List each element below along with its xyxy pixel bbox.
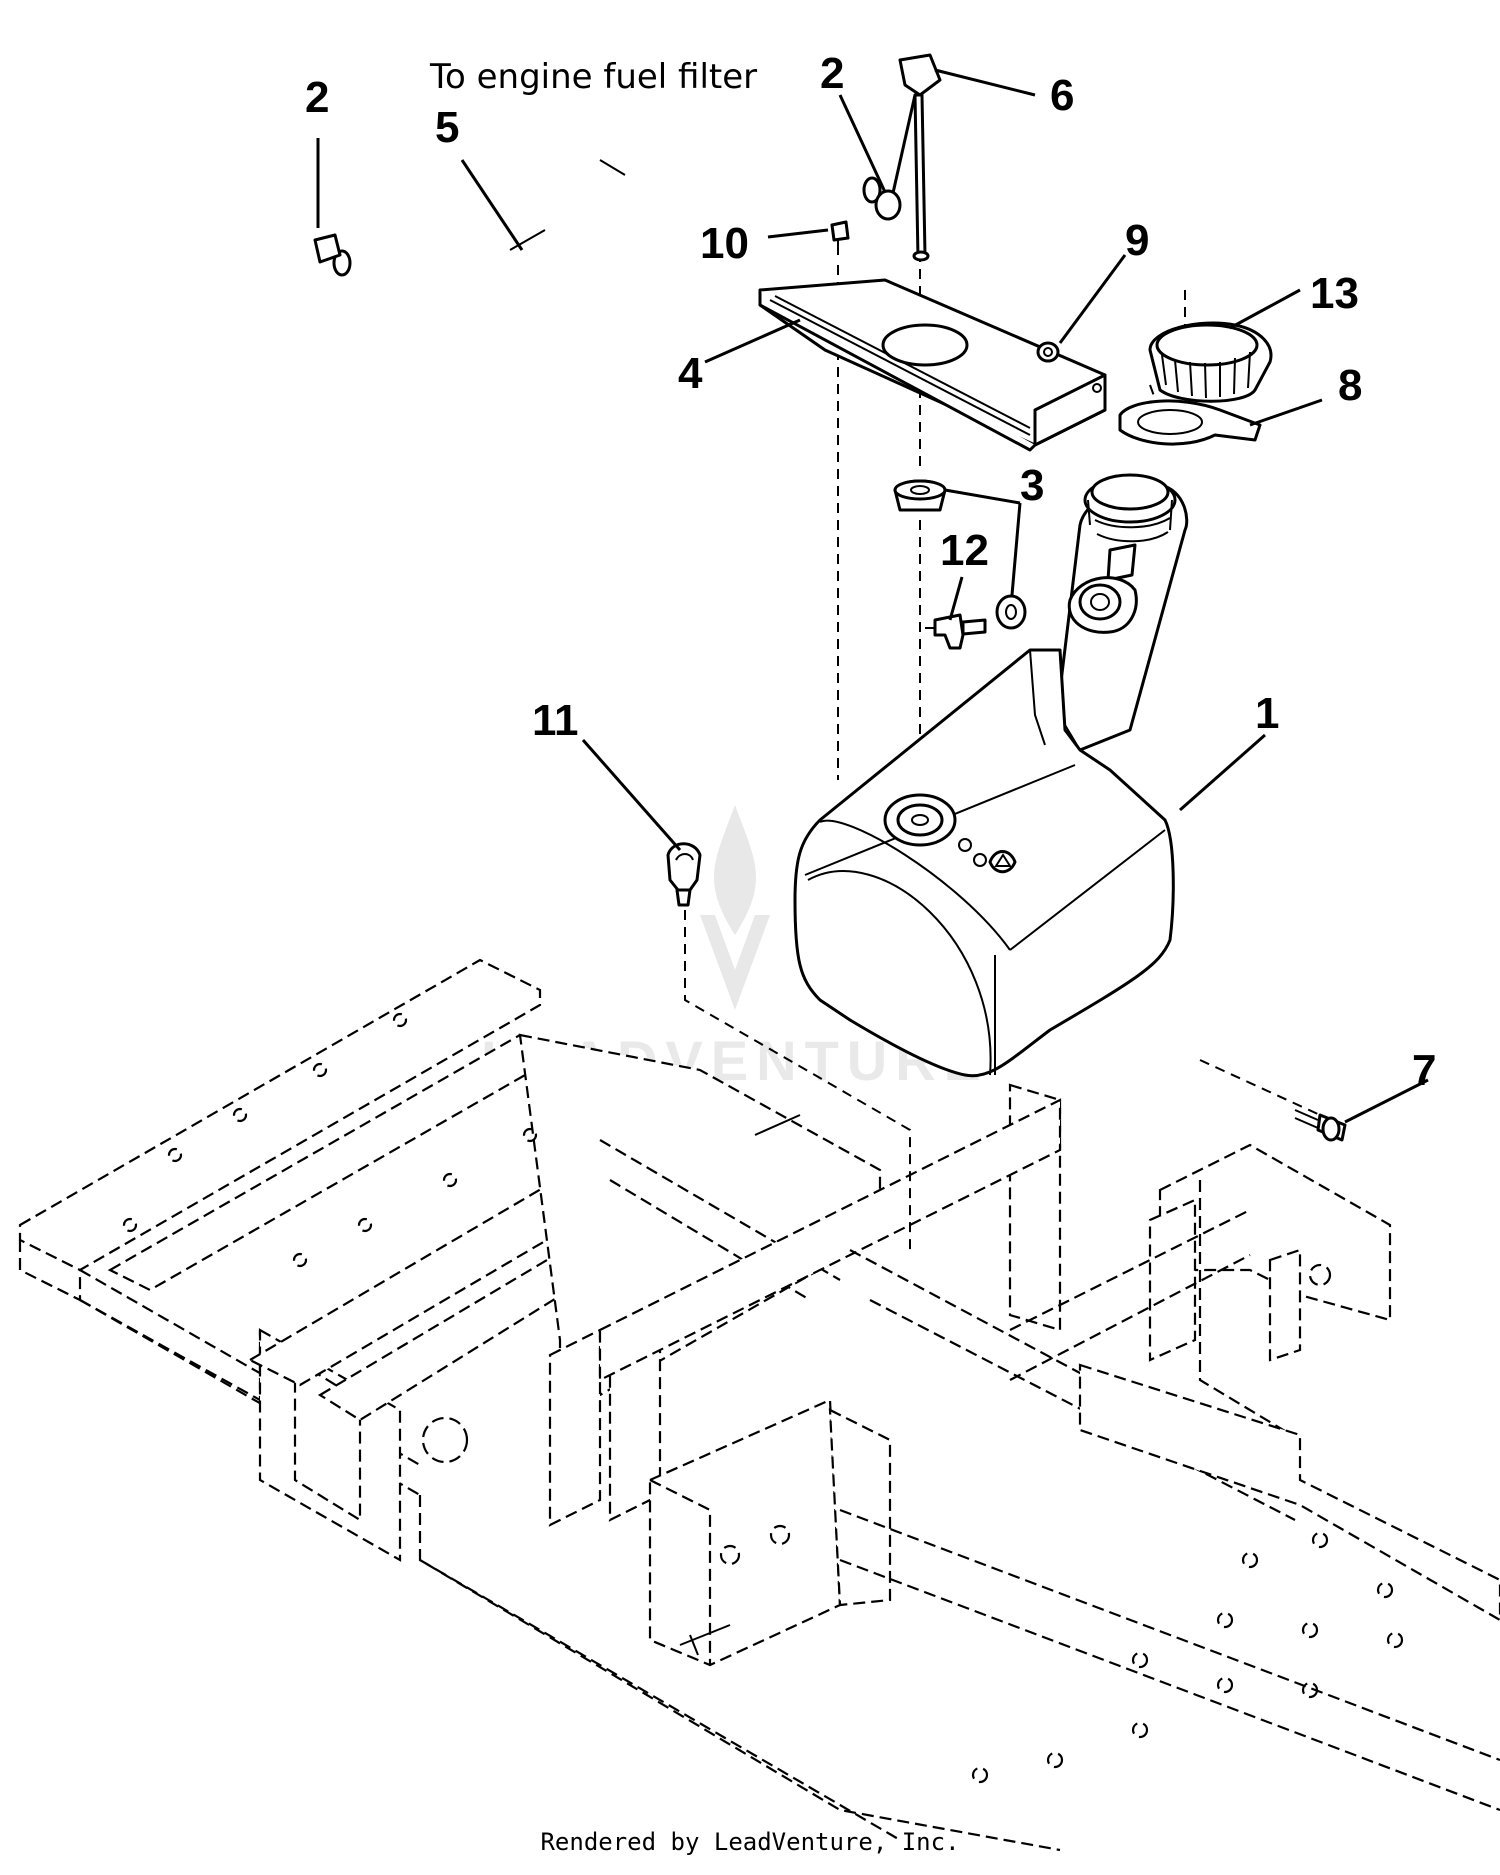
- callout-12: 12: [940, 526, 989, 575]
- hose-clip: [666, 842, 702, 907]
- tank-bracket: [758, 278, 1107, 452]
- gasket: [1118, 399, 1262, 446]
- leader-lines: [316, 68, 1429, 1124]
- callout-4: 4: [678, 349, 703, 398]
- callout-labels: 1 2 2 3 4 5 6 7 8 9 10 11 12 13: [305, 49, 1436, 1095]
- fuel-cap: [1148, 321, 1273, 403]
- callout-2-left: 2: [305, 73, 329, 122]
- fuel-tank: [793, 473, 1189, 1078]
- callout-6: 6: [1050, 71, 1074, 120]
- frame-holes: [122, 1012, 1404, 1784]
- hose-clamp-left: [313, 233, 342, 264]
- mower-frame: [18, 958, 1500, 1852]
- fuel-hose: [332, 133, 882, 297]
- callout-3: 3: [1020, 461, 1044, 510]
- grommet-upper: [893, 479, 947, 512]
- callout-13: 13: [1310, 269, 1359, 318]
- fuel-pickup-tube: [898, 53, 942, 262]
- callout-11: 11: [532, 696, 579, 745]
- callout-8: 8: [1338, 361, 1362, 410]
- callout-9: 9: [1125, 216, 1149, 265]
- grommet-lower: [995, 594, 1027, 630]
- callout-7: 7: [1412, 1046, 1436, 1095]
- callout-10: 10: [700, 219, 749, 268]
- hose-clamp-right: [874, 189, 902, 221]
- fuel-filter-note: To engine fuel filter: [429, 57, 757, 97]
- screw: [830, 220, 850, 255]
- callout-1: 1: [1255, 689, 1279, 738]
- bolt: [1294, 1109, 1347, 1142]
- nut: [1036, 341, 1060, 363]
- fuel-fitting: [925, 613, 987, 650]
- rendered-by-footer: Rendered by LeadVenture, Inc.: [540, 1828, 960, 1856]
- callout-2-right: 2: [820, 49, 844, 98]
- callout-5: 5: [435, 103, 459, 152]
